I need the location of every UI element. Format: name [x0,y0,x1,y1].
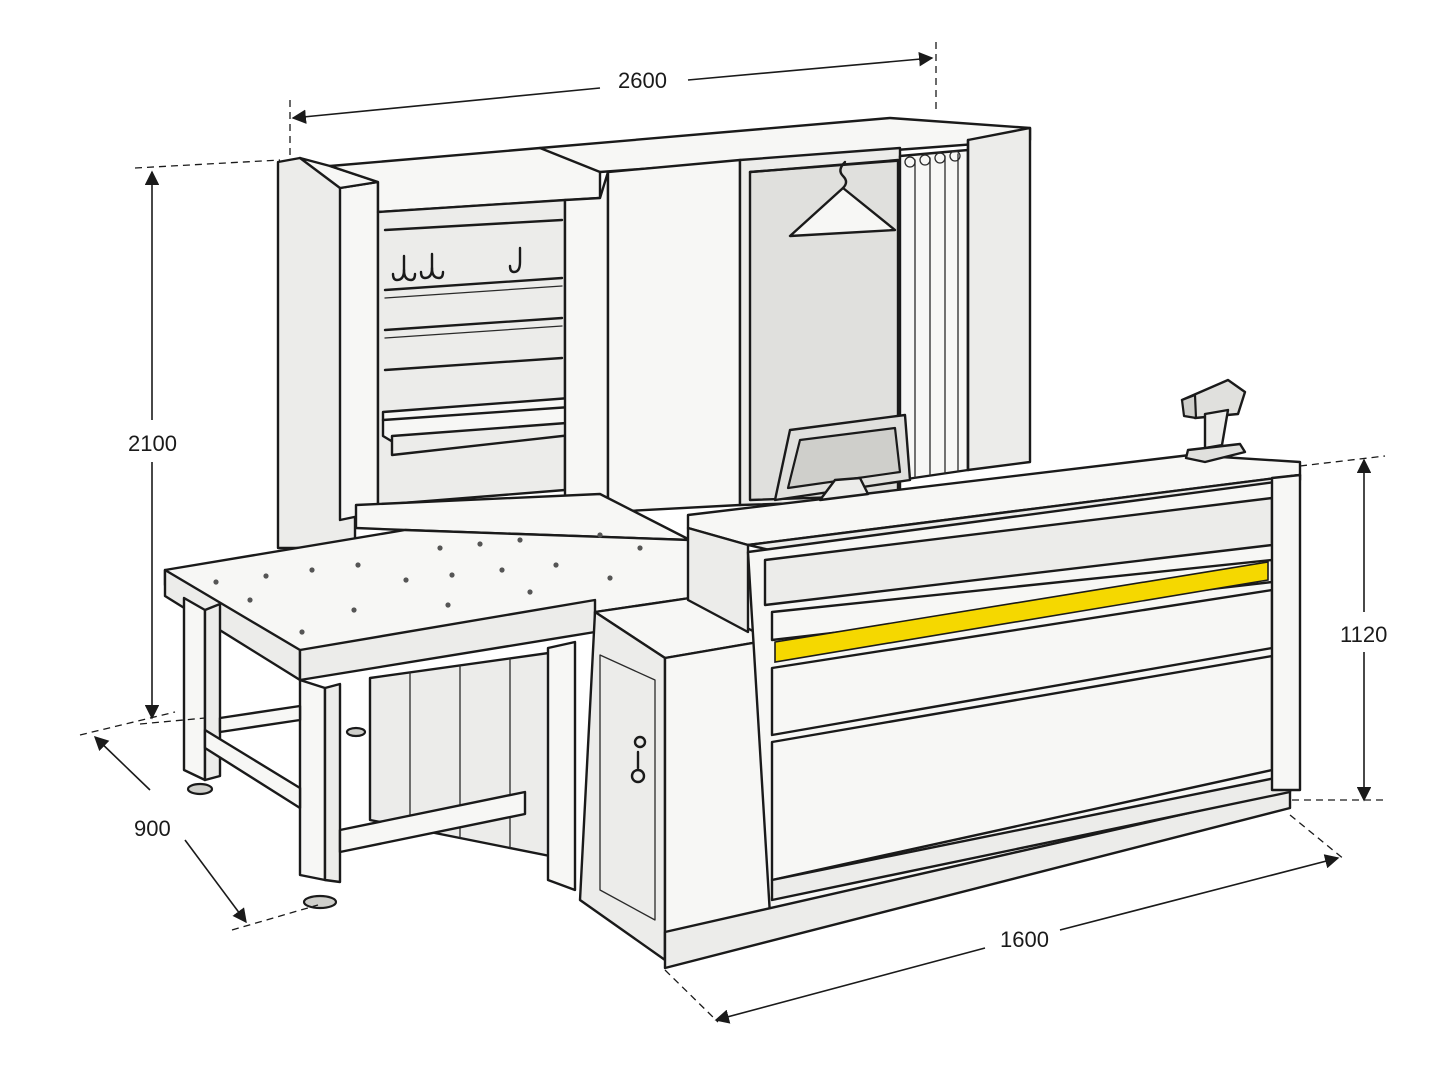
dimension-counter-length: 1600 [664,814,1346,1024]
coat-hook-icon [391,254,417,282]
dimension-counter-height: 1120 [1292,455,1387,802]
dimension-overall-width: 2600 [289,42,937,160]
dim-label-depth: 900 [134,816,171,841]
curtain [898,148,970,482]
dimension-height: 2100 [128,159,281,725]
coat-hook-icon [419,252,445,280]
dim-label-overall-width: 2600 [618,68,667,93]
shelf-tray [381,396,587,457]
monitor-icon [773,413,912,502]
counter-unit [578,378,1302,970]
tall-cabinet-unit [276,116,1032,550]
dim-label-counter-length: 1600 [1000,927,1049,952]
lock-icon [630,735,647,784]
work-table [163,492,692,910]
slat-wall [383,218,564,372]
coat-hook-icon [508,246,522,274]
hanger-icon [788,160,897,238]
barcode-scanner-icon [1180,378,1247,464]
accent-stripe [774,561,1269,663]
perforated-top [213,532,643,635]
dim-label-counter-height: 1120 [1340,622,1387,647]
dimension-depth: 900 [79,711,319,931]
dim-label-height: 2100 [128,431,177,456]
